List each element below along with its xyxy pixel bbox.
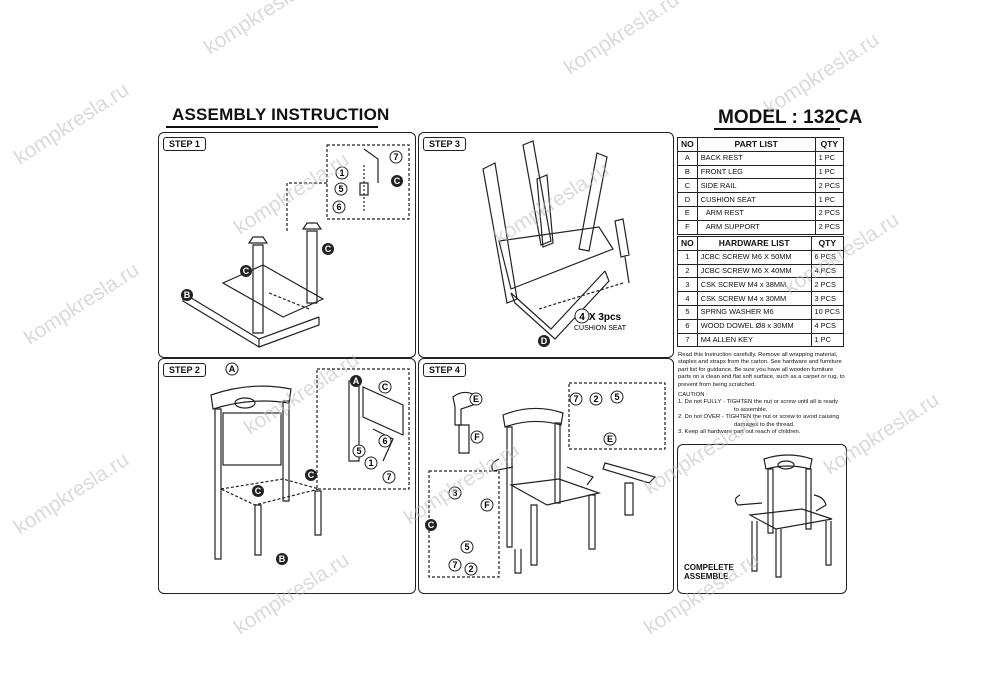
part-no-header: NO [677, 137, 698, 152]
step-4-label: STEP 4 [423, 363, 466, 377]
watermark: kompkresla.ru [10, 78, 134, 170]
step-2-diagram [210, 368, 410, 560]
callout-6: 6 [336, 202, 341, 212]
step-1-label: STEP 1 [163, 137, 206, 151]
watermark: kompkresla.ru [10, 448, 134, 540]
callout-7: 7 [393, 152, 398, 162]
caution-2-cont: damages to the thread. [734, 421, 795, 428]
complete-chair-diagram [734, 454, 833, 578]
callout-a: A [229, 364, 236, 374]
caution-2: 2. Do not OVER - TIGHTEN the nut or scre… [678, 414, 839, 421]
step-2-label: STEP 2 [163, 363, 206, 377]
callout-c-7: C [428, 520, 435, 530]
callout-2: 2 [593, 394, 598, 404]
callout-1: 1 [339, 168, 344, 178]
callout-e: E [473, 394, 479, 404]
callout-c-4: C [382, 382, 389, 392]
callout-f: F [474, 432, 480, 442]
title-underline [166, 126, 378, 128]
model-number: MODEL : 132CA [718, 107, 863, 128]
callout-7-3: 7 [573, 394, 578, 404]
caution-title: CAUTION : [678, 392, 708, 399]
callout-c-3: C [243, 266, 250, 276]
complete-assembly-panel: COMPELETE ASSEMBLE [677, 444, 847, 594]
hardware-no-header: NO [677, 236, 698, 251]
callout-c-5: C [308, 470, 315, 480]
callout-5-3: 5 [614, 392, 619, 402]
callout-b-2: B [279, 554, 286, 564]
callout-d: D [541, 336, 548, 346]
callout-a-2: A [353, 376, 360, 386]
notes-intro: Read this Instruction carefully. Remove … [678, 352, 845, 388]
callout-f-2: F [484, 500, 490, 510]
screw-count-number: 4 [579, 312, 585, 323]
step-3-panel: STEP 3 4 X 3pcs CUSHION SEAT D [418, 132, 674, 358]
caution-1: 1. Do not FULLY - TIGHTEN the nut or scr… [678, 399, 839, 406]
step-1-callouts: 1 7 5 C 6 C C B [181, 150, 403, 301]
step-4-callouts: E F 7 2 5 E 3 F C 5 7 2 [425, 390, 624, 576]
watermark: kompkresla.ru [20, 258, 144, 350]
complete-label-line-2: ASSEMBLE [684, 572, 729, 581]
callout-c-2: C [325, 244, 332, 254]
cushion-seat-caption: CUSHION SEAT [574, 325, 627, 332]
part-name-header: PART LIST [696, 137, 816, 152]
callout-7-2: 7 [386, 472, 391, 482]
callout-5-2: 5 [356, 446, 361, 456]
callout-c: C [394, 176, 401, 186]
instruction-notes: Read this Instruction carefully. Remove … [678, 352, 846, 436]
callout-b: B [184, 290, 191, 300]
hardware-qty-header: QTY [810, 236, 845, 251]
step-2-panel: STEP 2 A A C 5 6 1 7 C [158, 358, 416, 594]
watermark: kompkresla.ru [560, 0, 684, 80]
callout-5-4: 5 [464, 542, 469, 552]
step-3-diagram [482, 140, 630, 340]
step-2-callouts: A A C 5 6 1 7 C C B [225, 362, 396, 565]
callout-7-4: 7 [452, 560, 457, 570]
complete-label-line-1: COMPELETE [684, 563, 734, 572]
caution-1-cont: to assemble. [734, 406, 768, 413]
watermark: kompkresla.ru [200, 0, 324, 60]
callout-e-2: E [607, 434, 613, 444]
complete-assembly-label: COMPELETE ASSEMBLE [684, 563, 734, 581]
model-underline [714, 128, 840, 130]
step-4-diagram [428, 382, 666, 578]
callout-5: 5 [338, 184, 343, 194]
step-1-panel: STEP 1 1 7 5 C 6 C [158, 132, 416, 358]
part-qty-header: QTY [814, 137, 845, 152]
step-3-label: STEP 3 [423, 137, 466, 151]
callout-6-2: 6 [382, 436, 387, 446]
screw-count-label: X 3pcs [589, 312, 622, 323]
callout-1-2: 1 [368, 458, 373, 468]
document-title: ASSEMBLY INSTRUCTION [172, 105, 390, 124]
callout-3: 3 [452, 488, 457, 498]
caution-3: 3. Keep all hardware part out reach of c… [678, 429, 801, 436]
step-3-callouts: 4 X 3pcs CUSHION SEAT D [538, 308, 627, 347]
callout-2-2: 2 [468, 564, 473, 574]
hardware-name-header: HARDWARE LIST [696, 236, 812, 251]
callout-c-6: C [255, 486, 262, 496]
step-4-panel: STEP 4 E F 7 2 5 [418, 358, 674, 594]
